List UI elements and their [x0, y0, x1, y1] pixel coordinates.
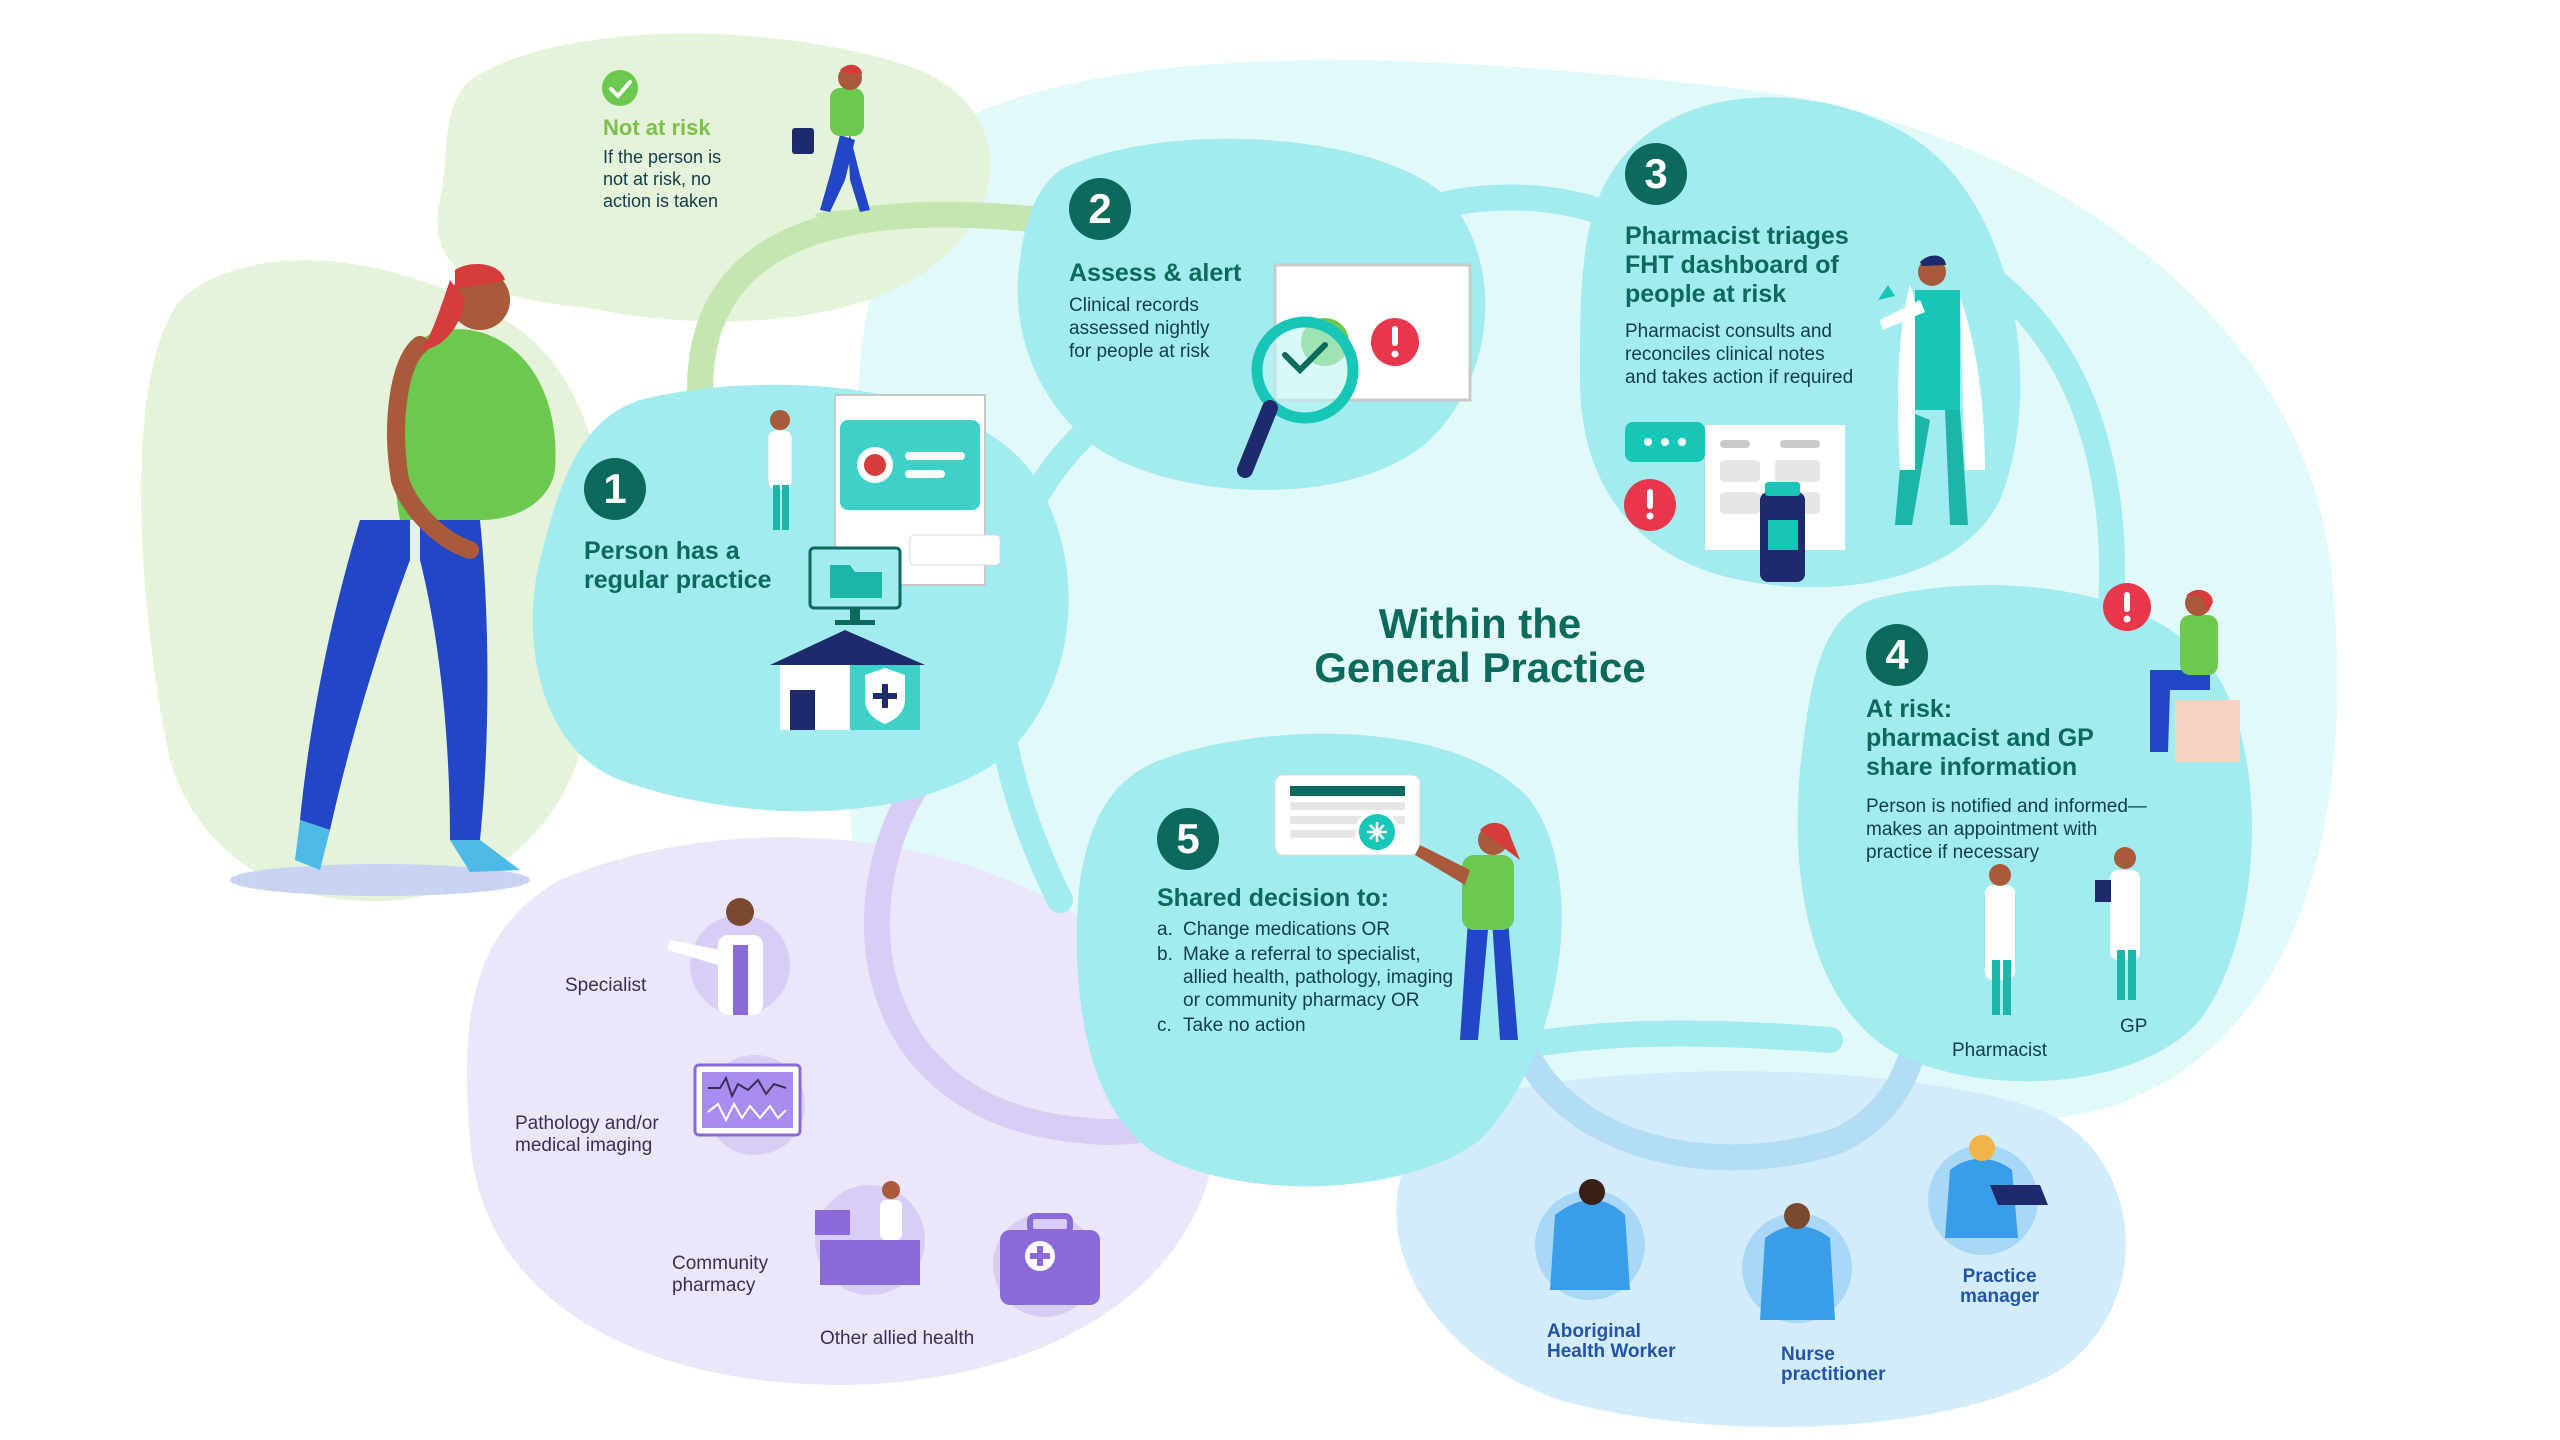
- step-2-badge: 2: [1069, 178, 1131, 240]
- specialist-illustration: [668, 898, 790, 1015]
- magnifier-icon: [1237, 316, 1359, 478]
- calendar-illustration: [1274, 774, 1421, 856]
- walking-person-illustration: [792, 64, 895, 220]
- nurse-practitioner-label: Nurse practitioner: [1781, 1344, 1886, 1385]
- pointing-person-illustration: [1415, 822, 1520, 1040]
- step-3-badge: 3: [1625, 143, 1687, 205]
- center-title-line-2: General Practice: [1314, 644, 1646, 691]
- step-2-body: Clinical records assessed nightly for pe…: [1069, 295, 1210, 362]
- nurse-practitioner-illustration: [1742, 1203, 1852, 1323]
- person-illustration: [295, 264, 556, 872]
- house-shield-illustration: [770, 630, 925, 730]
- center-title-line-1: Within the: [1378, 600, 1582, 647]
- pharmacist-label: Pharmacist: [1952, 1040, 2048, 1061]
- aboriginal-health-worker-illustration: [1535, 1179, 1645, 1300]
- step-5-options: a.Change medications OR b.Make a referra…: [1157, 918, 1457, 1039]
- practice-manager-label: Practice manager: [1960, 1266, 2040, 1307]
- first-aid-kit-icon: [993, 1213, 1100, 1317]
- connector-teal-bottom: [1487, 1020, 1843, 1063]
- practice-manager-illustration: [1928, 1135, 2048, 1255]
- option-c: c.Take no action: [1157, 1015, 1306, 1036]
- community-pharmacy-label: Community pharmacy: [672, 1253, 769, 1296]
- step-1-region: [532, 384, 1069, 812]
- connector-green: [687, 201, 1053, 403]
- step-2-title: Assess & alert: [1069, 259, 1242, 287]
- step-1-badge: 1: [584, 458, 646, 520]
- computer-folder-illustration: [808, 546, 902, 625]
- pathology-label: Pathology and/or medical imaging: [515, 1113, 659, 1156]
- not-at-risk-title: Not at risk: [603, 115, 711, 140]
- alert-screen-illustration: [1273, 263, 1472, 402]
- option-b: b.Make a referral to specialist, allied …: [1157, 944, 1454, 1011]
- option-a: a.Change medications OR: [1157, 919, 1390, 940]
- step-2-region: [1017, 138, 1486, 490]
- step-4-title: At risk: pharmacist and GP share informa…: [1866, 695, 2094, 781]
- step-5-title: Shared decision to:: [1157, 884, 1389, 912]
- step-4-body: Person is notified and informed— makes a…: [1866, 796, 2147, 863]
- gp-label: GP: [2120, 1016, 2148, 1037]
- other-allied-health-label: Other allied health: [820, 1328, 975, 1349]
- step-4-badge: 4: [1866, 624, 1928, 686]
- alert-icon: [2103, 583, 2151, 631]
- community-pharmacy-illustration: [815, 1181, 925, 1295]
- not-at-risk-body: If the person is not at risk, no action …: [603, 147, 722, 211]
- step-5-badge: 5: [1157, 808, 1219, 870]
- gp-small-illustration: [2095, 847, 2140, 1000]
- dashboard-illustration: [1624, 422, 1845, 582]
- pharmacist-standing-illustration: [1878, 255, 1985, 525]
- center-title: Within the General Practice: [1260, 602, 1700, 690]
- step-4-region: [1797, 585, 2253, 1082]
- connector-blue: [1517, 1047, 1923, 1171]
- doctor-small-illustration: [767, 410, 793, 530]
- step-3-body: Pharmacist consults and reconciles clini…: [1625, 321, 1854, 388]
- pharmacist-small-illustration: [1985, 864, 2015, 1015]
- check-icon: [602, 70, 638, 106]
- seated-person-illustration: [2150, 589, 2240, 762]
- pathology-monitor-icon: [693, 1055, 805, 1155]
- person-shadow: [230, 864, 530, 896]
- step-3-title: Pharmacist triages FHT dashboard of peop…: [1625, 222, 1849, 308]
- specialist-label: Specialist: [565, 975, 647, 996]
- aboriginal-health-worker-label: Aboriginal Health Worker: [1547, 1321, 1676, 1362]
- step-1-title: Person has a regular practice: [584, 537, 772, 594]
